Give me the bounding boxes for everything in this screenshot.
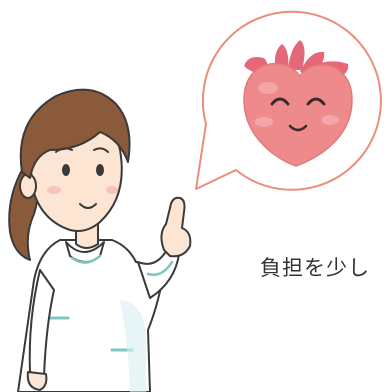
nurse-right-cheek: [106, 186, 118, 194]
heart-mouth: [288, 124, 308, 132]
nurse-hair: [19, 88, 131, 179]
nurse-mouth: [79, 203, 97, 209]
nurse-right-sleeve-trim: [146, 260, 174, 276]
nurse-uniform: [17, 239, 165, 392]
nurse-right-eyebrow: [93, 147, 109, 153]
nurse-pointing-hand: [160, 196, 192, 258]
nurse-left-eye: [62, 164, 70, 176]
nurse-left-hand: [26, 371, 48, 391]
heart-right-eye: [306, 97, 326, 106]
nurse-collar-trim: [70, 254, 102, 264]
heart-left-cheek: [255, 117, 273, 127]
nurse-left-eyebrow: [55, 147, 73, 153]
nurse-uniform-shadow: [120, 300, 146, 392]
heart-left-eye: [270, 97, 290, 106]
nurse-figure: [8, 88, 192, 392]
nurse-left-cheek: [47, 186, 61, 194]
caption-text: 負担を少し: [260, 256, 370, 280]
nurse-right-eye: [96, 164, 104, 176]
heart-right-cheek: [321, 115, 339, 125]
heart-highlight: [258, 82, 278, 94]
heart-icon: [243, 40, 353, 167]
